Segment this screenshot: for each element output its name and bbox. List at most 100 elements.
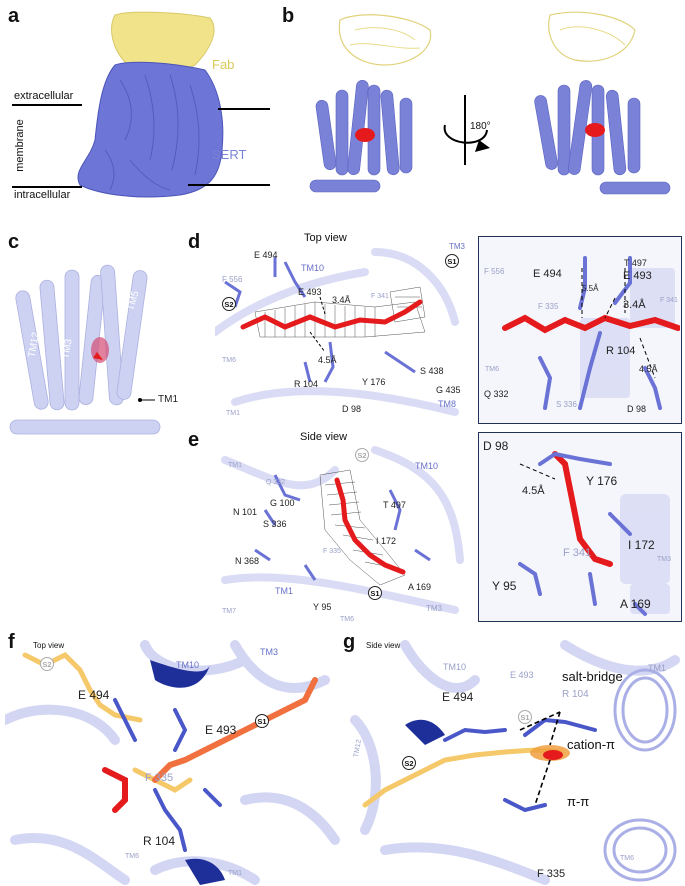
res-s438: S 438 — [420, 366, 444, 376]
rotation-arrow — [443, 95, 490, 165]
panel-d-label: d — [188, 231, 201, 253]
res-f-tm6: TM6 — [125, 853, 139, 860]
panel-f-structure — [5, 640, 340, 885]
dist-3-4: 3.4Å — [332, 295, 351, 305]
res-r104: R 104 — [294, 379, 319, 389]
dist-4-5: 4.5Å — [318, 355, 337, 365]
panel-d-inset-structure — [502, 256, 680, 410]
rotation-label: 180° — [470, 121, 491, 132]
res-e-n101: N 101 — [233, 507, 258, 517]
inset-d-tm6: TM6 — [485, 366, 499, 373]
res-e-tm7: TM7 — [222, 608, 236, 615]
inset-d-s336: S 336 — [556, 400, 577, 409]
extracellular-label: extracellular — [14, 90, 74, 102]
res-f341: F 341 — [371, 293, 389, 300]
panel-e-inset-structure — [518, 451, 670, 616]
inset-e-i172: I 172 — [628, 538, 655, 552]
panel-e-label: e — [188, 429, 200, 451]
inset-d-d98: D 98 — [627, 404, 647, 414]
panel-e-structure — [221, 446, 464, 614]
inset-d-f335: F 335 — [538, 302, 559, 311]
res-f-tm3: TM3 — [260, 647, 278, 657]
inset-d-e494: E 494 — [533, 268, 562, 280]
res-f-e494: E 494 — [78, 688, 110, 702]
res-e-tm1-top: TM1 — [228, 462, 242, 469]
res-e-q332: Q 332 — [266, 479, 286, 486]
inset-e-a169: A 169 — [620, 597, 651, 611]
fab-label: Fab — [212, 57, 235, 72]
panel-f-label: f — [8, 631, 15, 653]
panel-g-label: g — [343, 631, 356, 653]
panel-d-structure — [215, 248, 459, 416]
res-e-i172: I 172 — [376, 536, 397, 546]
res-g-tm1: TM1 — [648, 663, 666, 673]
res-tm6: TM6 — [222, 357, 236, 364]
res-e-tm3: TM3 — [426, 604, 442, 613]
inset-d-f556: F 556 — [484, 267, 505, 276]
site-s2-marker: S2 — [222, 297, 236, 311]
site-s1-marker-f: S1 — [255, 714, 269, 728]
res-f-tm10: TM10 — [176, 660, 200, 670]
panel-c-cartoon — [9, 264, 161, 435]
res-e-n368: N 368 — [235, 556, 260, 566]
res-g-tm6: TM6 — [620, 855, 634, 862]
panel-g-structure — [350, 640, 680, 885]
res-g-e494: E 494 — [442, 690, 474, 704]
site-s2-marker-g: S2 — [402, 756, 416, 770]
cation-pi-label: cation-π — [567, 737, 615, 752]
inset-e-y95: Y 95 — [492, 579, 517, 593]
panel-e-title: Side view — [300, 431, 348, 443]
res-e-t497: T 497 — [383, 500, 406, 510]
site-s2-marker-f: S2 — [40, 657, 54, 671]
inset-d-3-4: 3.4Å — [623, 299, 646, 311]
site-s2-marker-e: S2 — [355, 448, 369, 462]
res-g-f335: F 335 — [537, 868, 566, 880]
res-f-tm1: TM1 — [228, 870, 242, 877]
inset-d-f341: F 341 — [660, 297, 678, 304]
inset-d-5-5: 5.5Å — [582, 284, 599, 293]
sert-label: SERT — [212, 147, 247, 162]
right-top-line — [218, 108, 270, 110]
panel-b-cartoon-right — [534, 11, 671, 195]
panel-g-title: Side view — [366, 641, 401, 650]
site-s1-marker-g: S1 — [518, 710, 532, 724]
panel-b-label: b — [282, 5, 295, 27]
site-s1-marker: S1 — [445, 254, 459, 268]
res-f556: F 556 — [222, 275, 243, 284]
res-tm8: TM8 — [438, 399, 456, 409]
res-g-e493: E 493 — [510, 670, 534, 680]
extracellular-line — [12, 104, 82, 106]
res-g-tm10: TM10 — [443, 662, 467, 672]
res-d98: D 98 — [342, 404, 362, 414]
tm1-label-c: TM1 — [158, 394, 178, 405]
inset-e-tm3: TM3 — [657, 556, 671, 563]
inset-e-d98: D 98 — [483, 439, 509, 453]
inset-d-q332: Q 332 — [484, 389, 509, 399]
res-e-s336: S 336 — [263, 519, 287, 529]
membrane-label: membrane — [13, 119, 26, 172]
inset-d-r104: R 104 — [606, 345, 636, 357]
panel-f-title: Top view — [33, 641, 65, 650]
res-f-r104: R 104 — [143, 834, 176, 848]
intracellular-line — [12, 186, 82, 188]
res-e-tm1: TM1 — [275, 586, 293, 596]
right-bottom-line — [188, 184, 270, 186]
intracellular-label: intracellular — [14, 189, 71, 201]
res-e493: E 493 — [298, 287, 322, 297]
inset-d-t497: T 497 — [624, 258, 647, 268]
res-f-e493: E 493 — [205, 723, 237, 737]
res-g-r104: R 104 — [562, 689, 589, 700]
panel-a-label: a — [8, 5, 20, 27]
panel-c-label: c — [8, 231, 20, 253]
salt-bridge-label: salt-bridge — [562, 669, 623, 684]
res-e-tm10: TM10 — [415, 461, 439, 471]
res-e-y95: Y 95 — [313, 602, 332, 612]
panel-d-title: Top view — [304, 232, 347, 244]
site-s1-marker-e: S1 — [368, 586, 382, 600]
res-f-f335: F 335 — [145, 772, 174, 784]
res-tm3: TM3 — [449, 242, 465, 251]
res-e-tm6: TM6 — [340, 616, 354, 623]
res-y176: Y 176 — [362, 377, 386, 387]
inset-e-4-5: 4.5Å — [522, 485, 545, 497]
inset-e-f341: F 341 — [563, 547, 592, 559]
